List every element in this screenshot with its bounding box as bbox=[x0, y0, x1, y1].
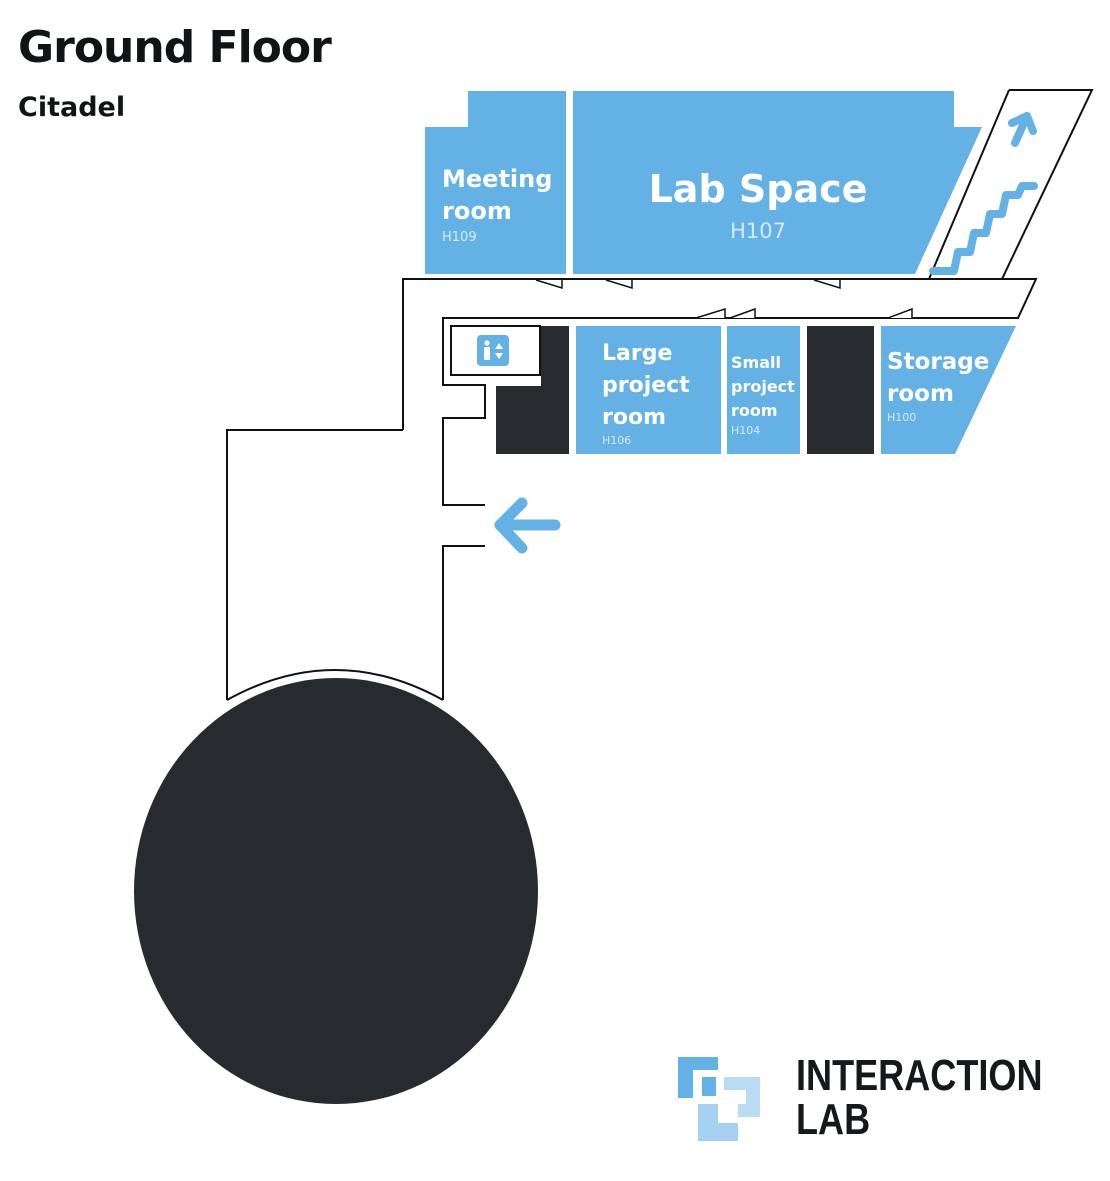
building-subtitle: Citadel bbox=[18, 92, 126, 123]
elevator-icon[interactable] bbox=[477, 335, 509, 366]
room-storage[interactable]: Storage room H100 bbox=[881, 326, 1016, 454]
storage-room-code: H100 bbox=[887, 411, 916, 424]
small-project-room-label: Small project room bbox=[731, 353, 800, 420]
interaction-lab-logo bbox=[678, 1057, 760, 1141]
room-small-project[interactable]: Small project room H104 bbox=[727, 326, 800, 454]
dark-block-right bbox=[807, 326, 874, 454]
brand-wordmark: INTERACTION LAB bbox=[796, 1054, 1043, 1142]
lab-space-code: H107 bbox=[730, 219, 786, 243]
arrow-left-icon bbox=[494, 497, 561, 554]
arrow-up-right-icon bbox=[1008, 112, 1037, 147]
doors bbox=[535, 279, 913, 319]
dark-block-left bbox=[496, 326, 569, 454]
corridor-outline bbox=[226, 89, 1094, 701]
small-project-room-code: H104 bbox=[731, 424, 760, 437]
large-project-room-label: Large project room bbox=[602, 341, 697, 430]
stairs-icon bbox=[929, 182, 1038, 275]
room-meeting[interactable]: Meeting room H109 bbox=[425, 91, 566, 274]
room-lab-space[interactable]: Lab Space H107 bbox=[573, 91, 982, 274]
storage-room-label: Storage room bbox=[887, 349, 997, 407]
meeting-room-code: H109 bbox=[442, 230, 477, 245]
floor-title: Ground Floor bbox=[18, 22, 332, 73]
large-project-room-code: H106 bbox=[602, 434, 631, 447]
meeting-room-label: Meeting room bbox=[442, 165, 561, 225]
brand-line-2: LAB bbox=[796, 1095, 871, 1144]
room-large-project[interactable]: Large project room H106 bbox=[576, 326, 721, 454]
circular-building bbox=[134, 678, 538, 1104]
lab-space-label: Lab Space bbox=[649, 167, 868, 211]
brand-line-1: INTERACTION bbox=[796, 1051, 1043, 1100]
